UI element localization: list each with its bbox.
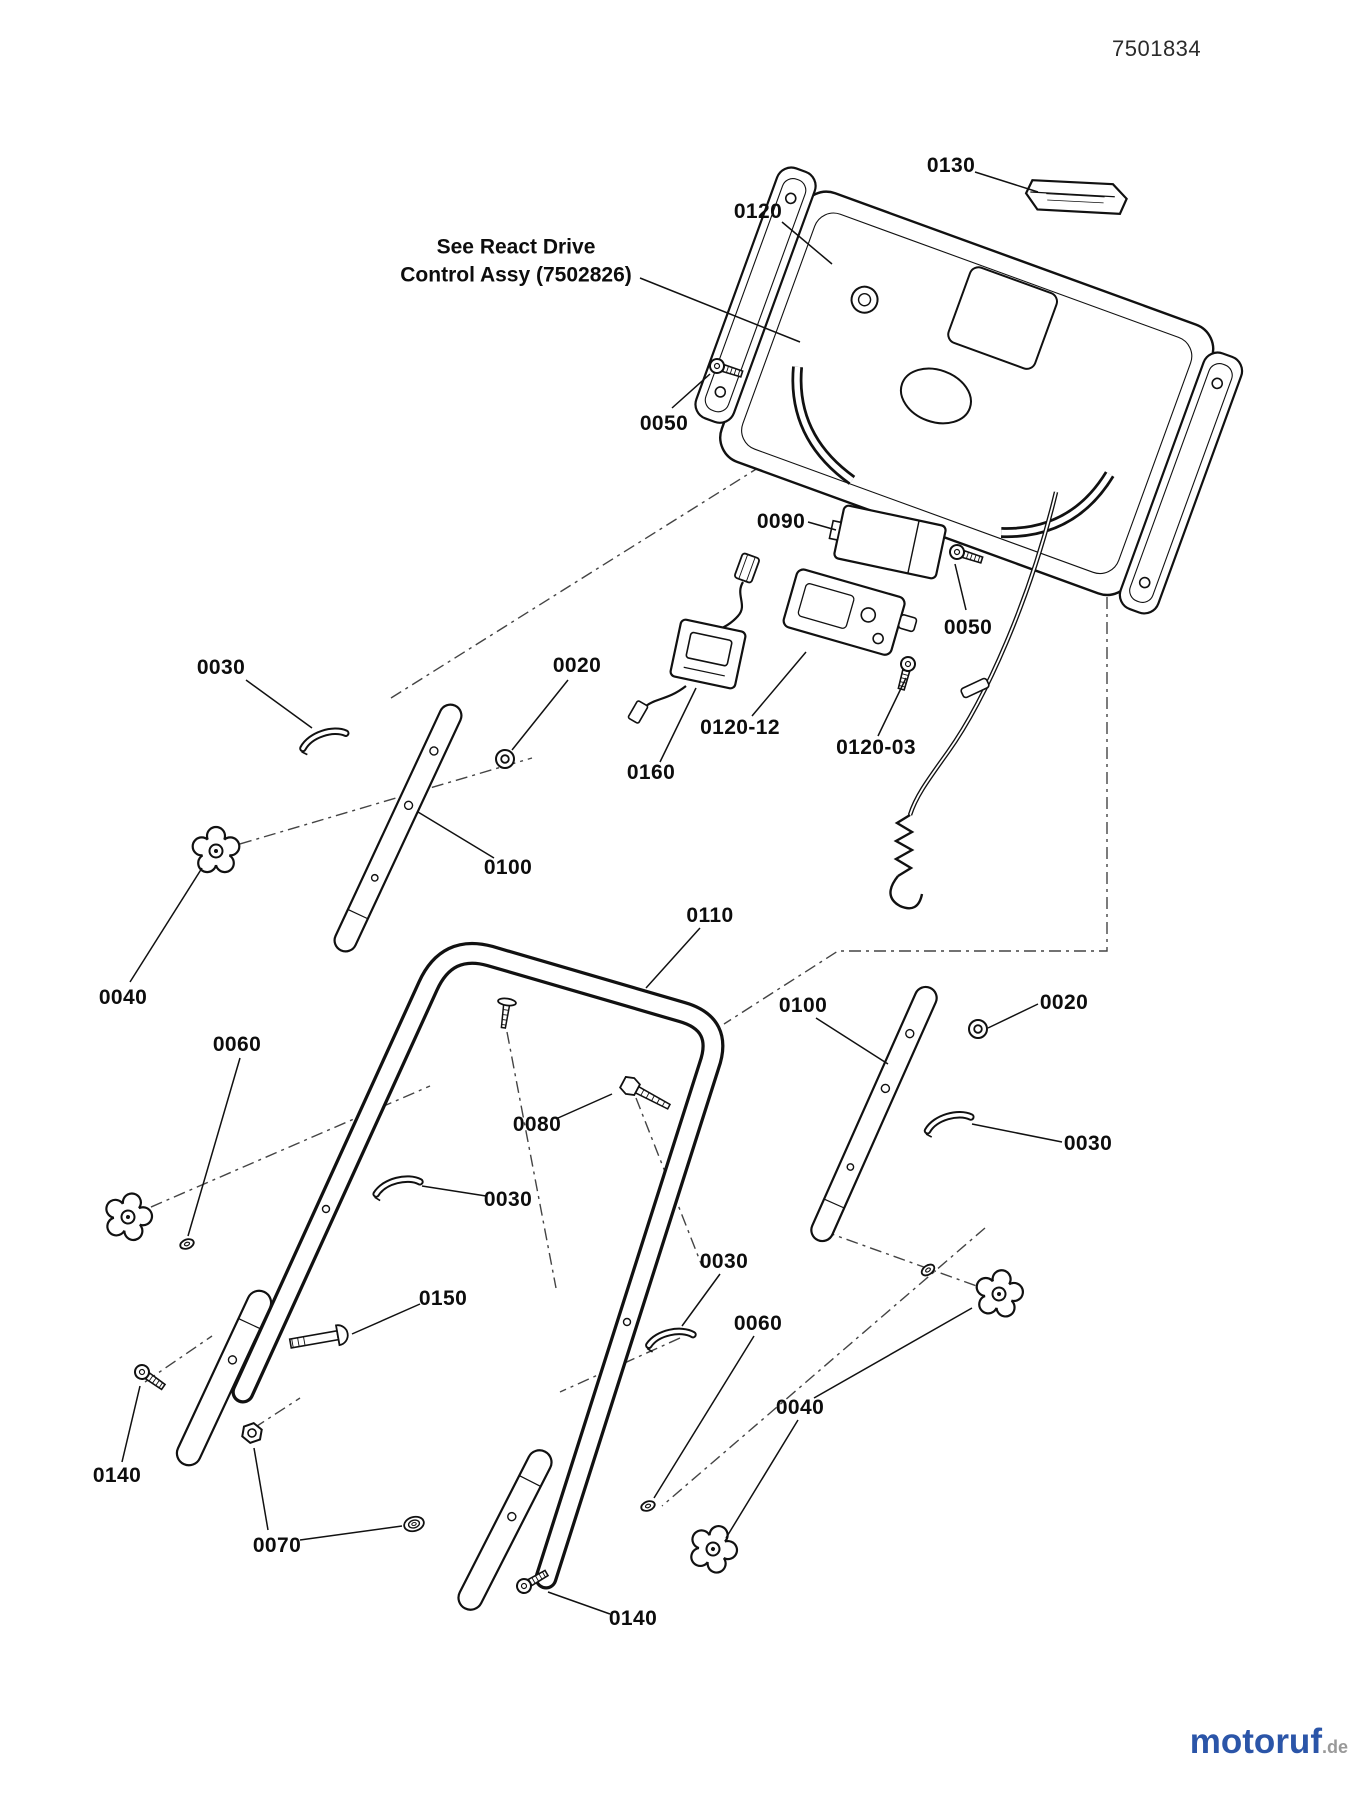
part-label-0120-1: 0120 <box>733 200 783 223</box>
part-label-0080-16: 0080 <box>512 1113 562 1136</box>
part-label-0100-13: 0100 <box>778 994 828 1017</box>
switch-module <box>669 618 747 690</box>
cable-spring <box>889 813 924 910</box>
motoruf-brand-text: motoruf <box>1189 1722 1322 1761</box>
flat-screw-0080 <box>493 996 518 1030</box>
part-label-0020-14: 0020 <box>1039 991 1089 1014</box>
part-label-0140-23: 0140 <box>92 1464 142 1487</box>
lower-handle-left <box>175 1289 273 1467</box>
part-label-0030-19: 0030 <box>699 1250 749 1273</box>
panel-oval-opening <box>899 367 972 425</box>
control-panel-assembly <box>694 166 1244 615</box>
part-label-0050-4: 0050 <box>943 616 993 639</box>
knob-0040-right <box>971 1265 1028 1320</box>
motoruf-logo: motoruf.de <box>1190 1724 1348 1759</box>
wiring-bracket <box>782 568 918 656</box>
switch-cable <box>645 685 687 707</box>
part-label-0090-3: 0090 <box>756 510 806 533</box>
knob-0040-bottom <box>682 1516 745 1579</box>
part-label-0020-6: 0020 <box>552 654 602 677</box>
clip-0030-lower-mid <box>646 1330 695 1353</box>
part-label-0060-15: 0060 <box>212 1033 262 1056</box>
assembly-axis-lines <box>127 445 1108 1507</box>
part-label-0070-24: 0070 <box>252 1534 302 1557</box>
hex-bolt-0080 <box>617 1073 674 1116</box>
spacer-0060-right <box>638 1498 658 1514</box>
screw-0120-03 <box>893 654 918 692</box>
panel-left-rail <box>694 166 817 424</box>
part-label-0160-9: 0160 <box>626 761 676 784</box>
switch-module-group <box>627 552 760 724</box>
leader-lines <box>121 171 1063 1615</box>
part-label-0100-10: 0100 <box>483 856 533 879</box>
part-label-0120-03-8: 0120-03 <box>836 736 916 759</box>
part-label-0030-5: 0030 <box>196 656 246 679</box>
part-label-0030-17: 0030 <box>1063 1132 1113 1155</box>
document-number: 7501834 <box>1112 36 1202 61</box>
upper-handle-left <box>333 703 463 953</box>
handle-loop <box>231 941 725 1590</box>
panel-display-opening <box>947 266 1058 370</box>
carriage-bolt-0150 <box>288 1324 349 1349</box>
washer-0020-right <box>968 1019 988 1039</box>
plug-cable <box>713 581 744 633</box>
panel-key-hub <box>850 285 879 314</box>
part-label-0030-18: 0030 <box>483 1188 533 1211</box>
assembly-note-line1: See React Drive <box>436 235 596 259</box>
part-label-0040-22: 0040 <box>775 1396 825 1419</box>
part-label-0120-12-7: 0120-12 <box>700 716 780 739</box>
clip-0030-mid-left <box>373 1177 422 1201</box>
part-label-0130-0: 0130 <box>926 154 976 177</box>
clip-0030-upper-left <box>299 729 349 756</box>
panel-right-rail <box>1118 351 1244 615</box>
part-label-0050-2: 0050 <box>639 412 689 435</box>
connector-plug <box>734 552 760 584</box>
part-label-0060-21: 0060 <box>733 1312 783 1335</box>
part-label-0110-11: 0110 <box>686 904 734 927</box>
assembly-note: See React Drive Control Assy (7502826) <box>400 234 631 291</box>
lower-handle-right <box>457 1449 553 1611</box>
motoruf-domain-text: .de <box>1321 1737 1348 1757</box>
assembly-note-line2: Control Assy (7502826) <box>400 264 632 287</box>
washer-0020-left <box>495 749 515 769</box>
part-label-0040-12: 0040 <box>98 986 148 1009</box>
knob-0040-upper-left <box>191 825 241 874</box>
flange-nut-0070 <box>403 1515 425 1533</box>
knob-0040-lower-left <box>98 1186 158 1245</box>
switch-cable-connector <box>627 700 649 724</box>
spacer-0060-left <box>177 1236 197 1252</box>
cover-cap <box>1024 179 1128 216</box>
clip-0030-right <box>924 1112 973 1138</box>
spacer-ring <box>918 1261 938 1279</box>
cable-adjuster <box>960 677 990 699</box>
part-label-0140-25: 0140 <box>608 1607 658 1630</box>
part-label-0150-20: 0150 <box>418 1287 468 1310</box>
upper-handle-right <box>810 985 938 1243</box>
bolt-0140-left <box>131 1361 169 1394</box>
drive-cable-assembly <box>889 491 1059 910</box>
